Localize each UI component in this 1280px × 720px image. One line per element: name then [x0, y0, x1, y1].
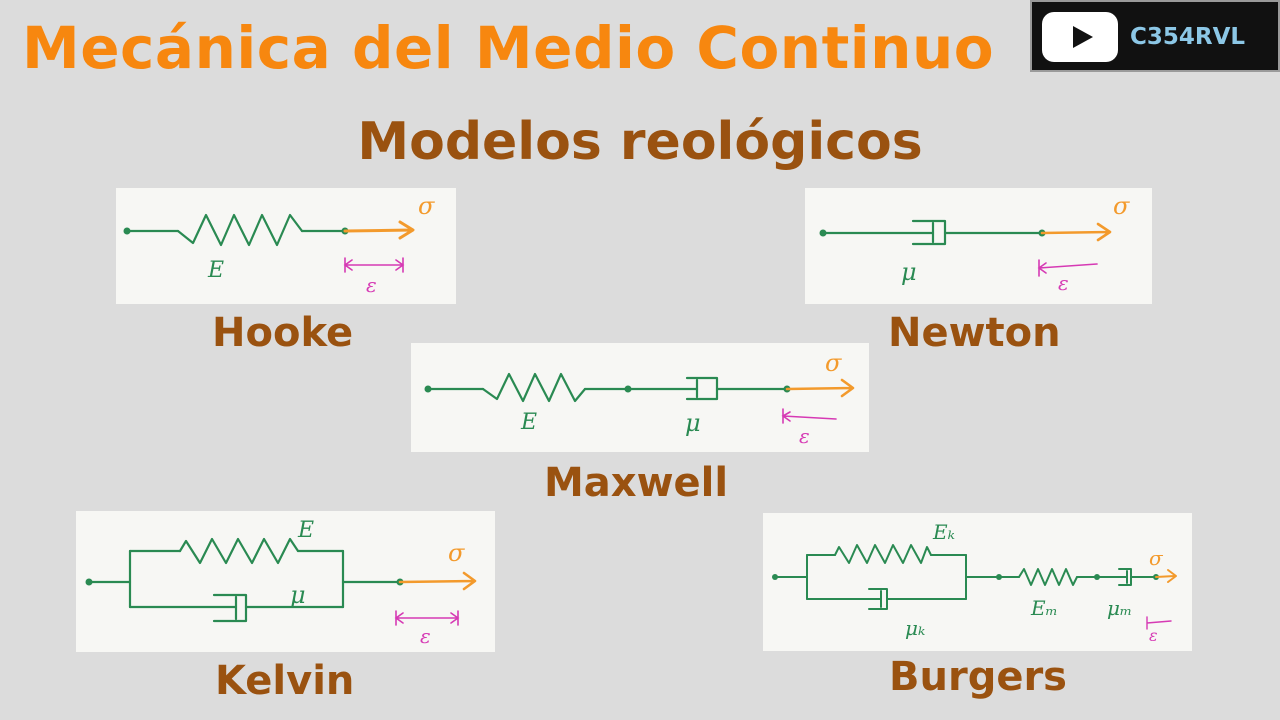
- maxwell-spring-label: E: [520, 410, 537, 435]
- kelvin-diagram: E μ σ ε: [76, 511, 495, 652]
- page-title: Mecánica del Medio Continuo: [22, 14, 995, 82]
- maxwell-strain-bar: [781, 408, 837, 424]
- kelvin-spring-label: E: [297, 518, 314, 543]
- burgers-damper-k-cylinder: [868, 588, 888, 610]
- kelvin-stress-arrow: [398, 571, 477, 591]
- kelvin-strain-bar: [394, 610, 460, 626]
- newton-strain-bar: [1037, 259, 1098, 277]
- newton-strain-label: ε: [1058, 271, 1069, 295]
- newton-stress-arrow: [1040, 222, 1112, 242]
- burgers-label: Burgers: [889, 654, 1067, 700]
- hooke-stress-arrow: [343, 220, 415, 240]
- hooke-diagram-svg: E σ ε: [123, 192, 435, 297]
- newton-diagram-svg: μ σ ε: [819, 192, 1130, 295]
- burgers-node-left: [772, 574, 778, 580]
- burgers-spring-m-label: Eₘ: [1030, 596, 1058, 620]
- newton-label: Newton: [888, 310, 1061, 356]
- maxwell-stress-label: σ: [825, 349, 842, 377]
- kelvin-damper-label: μ: [290, 581, 306, 609]
- maxwell-diagram: E μ σ ε: [411, 343, 869, 452]
- maxwell-strain-label: ε: [799, 424, 810, 448]
- maxwell-spring: [481, 372, 587, 403]
- newton-stress-label: σ: [1113, 192, 1130, 220]
- burgers-spring-k-label: Eₖ: [932, 520, 955, 544]
- maxwell-stress-arrow: [785, 378, 855, 398]
- burgers-strain-bar: [1146, 616, 1172, 630]
- kelvin-damper-cylinder: [212, 593, 248, 623]
- hooke-strain-bar: [343, 257, 405, 273]
- burgers-strain-label: ε: [1149, 626, 1158, 645]
- kelvin-node-left: [85, 578, 93, 586]
- hooke-spring: [176, 213, 304, 247]
- page-subtitle: Modelos reológicos: [357, 112, 923, 172]
- hooke-node-left: [123, 227, 131, 235]
- kelvin-stress-label: σ: [448, 539, 465, 567]
- hooke-diagram: E σ ε: [116, 188, 456, 304]
- newton-node-left: [819, 229, 827, 237]
- maxwell-damper-label: μ: [685, 409, 701, 437]
- kelvin-label: Kelvin: [215, 658, 355, 704]
- burgers-node-mid: [996, 574, 1002, 580]
- maxwell-node-left: [424, 385, 432, 393]
- hooke-stress-label: σ: [418, 192, 435, 220]
- youtube-play-icon[interactable]: [1042, 12, 1118, 62]
- hooke-label: Hooke: [212, 310, 354, 356]
- burgers-diagram: Eₖ μₖ Eₘ μₘ σ ε: [763, 513, 1192, 651]
- maxwell-label: Maxwell: [544, 460, 729, 506]
- channel-name: C354RVL: [1130, 24, 1246, 50]
- newton-damper-label: μ: [901, 258, 917, 286]
- kelvin-diagram-svg: E μ σ ε: [85, 518, 477, 648]
- burgers-diagram-svg: Eₖ μₖ Eₘ μₘ σ ε: [772, 520, 1177, 645]
- kelvin-strain-label: ε: [420, 624, 431, 648]
- burgers-stress-arrow: [1155, 569, 1177, 583]
- burgers-damper-k-label: μₖ: [905, 616, 925, 640]
- newton-diagram: μ σ ε: [805, 188, 1152, 304]
- burgers-node-mid2: [1094, 574, 1100, 580]
- burgers-spring-m: [1018, 568, 1078, 586]
- burgers-stress-label: σ: [1149, 546, 1164, 570]
- maxwell-node-mid: [624, 385, 632, 393]
- hooke-strain-label: ε: [366, 273, 377, 297]
- channel-badge[interactable]: C354RVL: [1030, 0, 1280, 72]
- maxwell-diagram-svg: E μ σ ε: [424, 349, 855, 448]
- kelvin-spring: [178, 537, 300, 565]
- burgers-spring-k: [834, 544, 932, 564]
- burgers-damper-m-label: μₘ: [1107, 596, 1132, 620]
- hooke-spring-label: E: [207, 258, 224, 283]
